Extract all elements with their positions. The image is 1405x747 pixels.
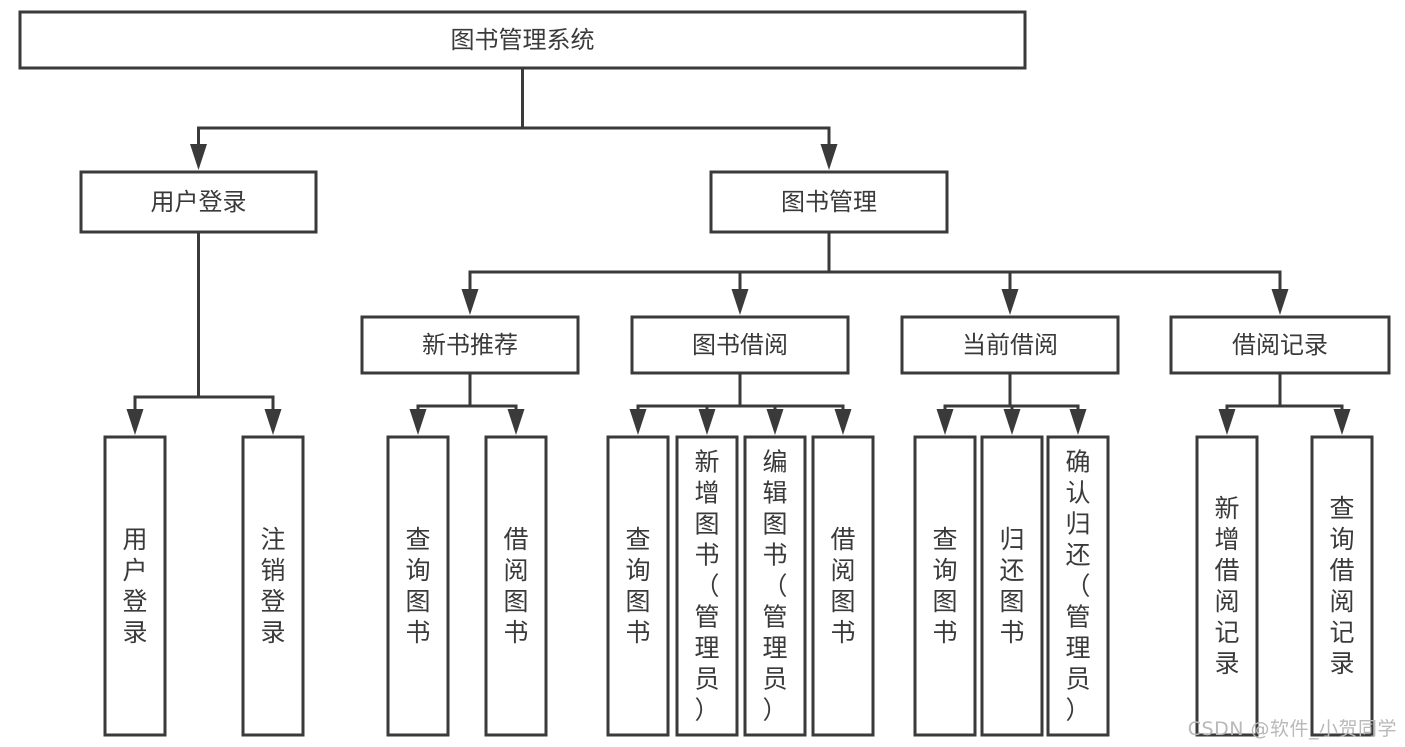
node-label-book-borrow: 图书借阅 (692, 331, 788, 359)
node-label-leaf-query-book-2: 查询图书 (625, 525, 650, 647)
connector-group (190, 66, 838, 170)
node-label-leaf-query-record: 查询借阅记录 (1329, 494, 1354, 678)
node-box-leaf-query-book-2[interactable] (606, 435, 670, 737)
node-label-leaf-user-login: 用户登录 (122, 525, 147, 647)
node-book-borrow[interactable]: 图书借阅 (630, 315, 850, 375)
node-box-leaf-query-book-1[interactable] (386, 435, 450, 737)
node-box-current-borrow[interactable] (900, 315, 1120, 375)
node-box-leaf-edit-book[interactable] (743, 435, 807, 737)
node-leaf-logout[interactable]: 注销登录 (241, 435, 305, 737)
node-label-leaf-query-book-3: 查询图书 (932, 525, 957, 647)
node-box-leaf-query-book-3[interactable] (913, 435, 977, 737)
node-label-leaf-confirm-return: 确认归还（管理员） (1065, 448, 1090, 725)
node-label-borrow-record: 借阅记录 (1232, 331, 1328, 359)
node-box-leaf-add-book[interactable] (675, 435, 739, 737)
node-leaf-confirm-return[interactable]: 确认归还（管理员） (1046, 435, 1110, 737)
connector-group (126, 230, 282, 435)
edges-layer (126, 66, 1351, 435)
node-box-book-manage[interactable] (709, 170, 949, 234)
node-box-leaf-confirm-return[interactable] (1046, 435, 1110, 737)
node-box-leaf-query-record[interactable] (1310, 435, 1374, 737)
connector-group (1218, 371, 1351, 435)
node-label-current-borrow: 当前借阅 (962, 331, 1058, 359)
node-label-leaf-borrow-book-1: 借阅图书 (503, 525, 528, 647)
node-leaf-add-record[interactable]: 新增借阅记录 (1195, 435, 1259, 737)
node-leaf-query-book-1[interactable]: 查询图书 (386, 435, 450, 737)
node-label-leaf-logout: 注销登录 (260, 525, 285, 647)
connector-group (936, 371, 1087, 435)
node-box-leaf-return-book[interactable] (980, 435, 1044, 737)
node-label-leaf-query-book-1: 查询图书 (405, 525, 430, 647)
connector-group (629, 371, 852, 435)
node-label-leaf-add-book: 新增图书（管理员） (694, 448, 719, 725)
node-borrow-record[interactable]: 借阅记录 (1169, 315, 1391, 375)
node-label-leaf-add-record: 新增借阅记录 (1214, 494, 1239, 678)
node-box-leaf-logout[interactable] (241, 435, 305, 737)
node-label-user-login: 用户登录 (151, 188, 247, 216)
node-label-root: 图书管理系统 (451, 26, 595, 54)
node-leaf-borrow-book-2[interactable]: 借阅图书 (811, 435, 875, 737)
node-box-leaf-add-record[interactable] (1195, 435, 1259, 737)
node-box-leaf-user-login[interactable] (103, 435, 167, 737)
node-label-leaf-return-book: 归还图书 (999, 525, 1024, 647)
node-box-book-borrow[interactable] (630, 315, 850, 375)
node-current-borrow[interactable]: 当前借阅 (900, 315, 1120, 375)
node-box-leaf-borrow-book-1[interactable] (484, 435, 548, 737)
node-box-user-login[interactable] (79, 170, 318, 234)
node-leaf-borrow-book-1[interactable]: 借阅图书 (484, 435, 548, 737)
node-leaf-return-book[interactable]: 归还图书 (980, 435, 1044, 737)
node-new-book-recommend[interactable]: 新书推荐 (360, 315, 580, 375)
node-box-new-book-recommend[interactable] (360, 315, 580, 375)
node-leaf-add-book[interactable]: 新增图书（管理员） (675, 435, 739, 737)
node-book-manage[interactable]: 图书管理 (709, 170, 949, 234)
node-leaf-user-login[interactable]: 用户登录 (103, 435, 167, 737)
node-box-leaf-borrow-book-2[interactable] (811, 435, 875, 737)
node-label-new-book-recommend: 新书推荐 (422, 331, 518, 359)
node-label-leaf-borrow-book-2: 借阅图书 (830, 525, 855, 647)
connector-group (409, 371, 525, 435)
nodes-layer: 图书管理系统用户登录图书管理新书推荐图书借阅当前借阅借阅记录用户登录注销登录查询… (18, 10, 1391, 737)
node-user-login[interactable]: 用户登录 (79, 170, 318, 234)
connector-group (461, 230, 1289, 315)
node-leaf-query-book-2[interactable]: 查询图书 (606, 435, 670, 737)
watermark-text: CSDN @软件_小贺同学 (1187, 718, 1397, 740)
node-root[interactable]: 图书管理系统 (18, 10, 1027, 70)
node-leaf-query-record[interactable]: 查询借阅记录 (1310, 435, 1374, 737)
node-label-book-manage: 图书管理 (781, 188, 877, 216)
node-leaf-edit-book[interactable]: 编辑图书（管理员） (743, 435, 807, 737)
node-label-leaf-edit-book: 编辑图书（管理员） (762, 448, 787, 725)
node-leaf-query-book-3[interactable]: 查询图书 (913, 435, 977, 737)
node-box-root[interactable] (18, 10, 1027, 70)
node-box-borrow-record[interactable] (1169, 315, 1391, 375)
